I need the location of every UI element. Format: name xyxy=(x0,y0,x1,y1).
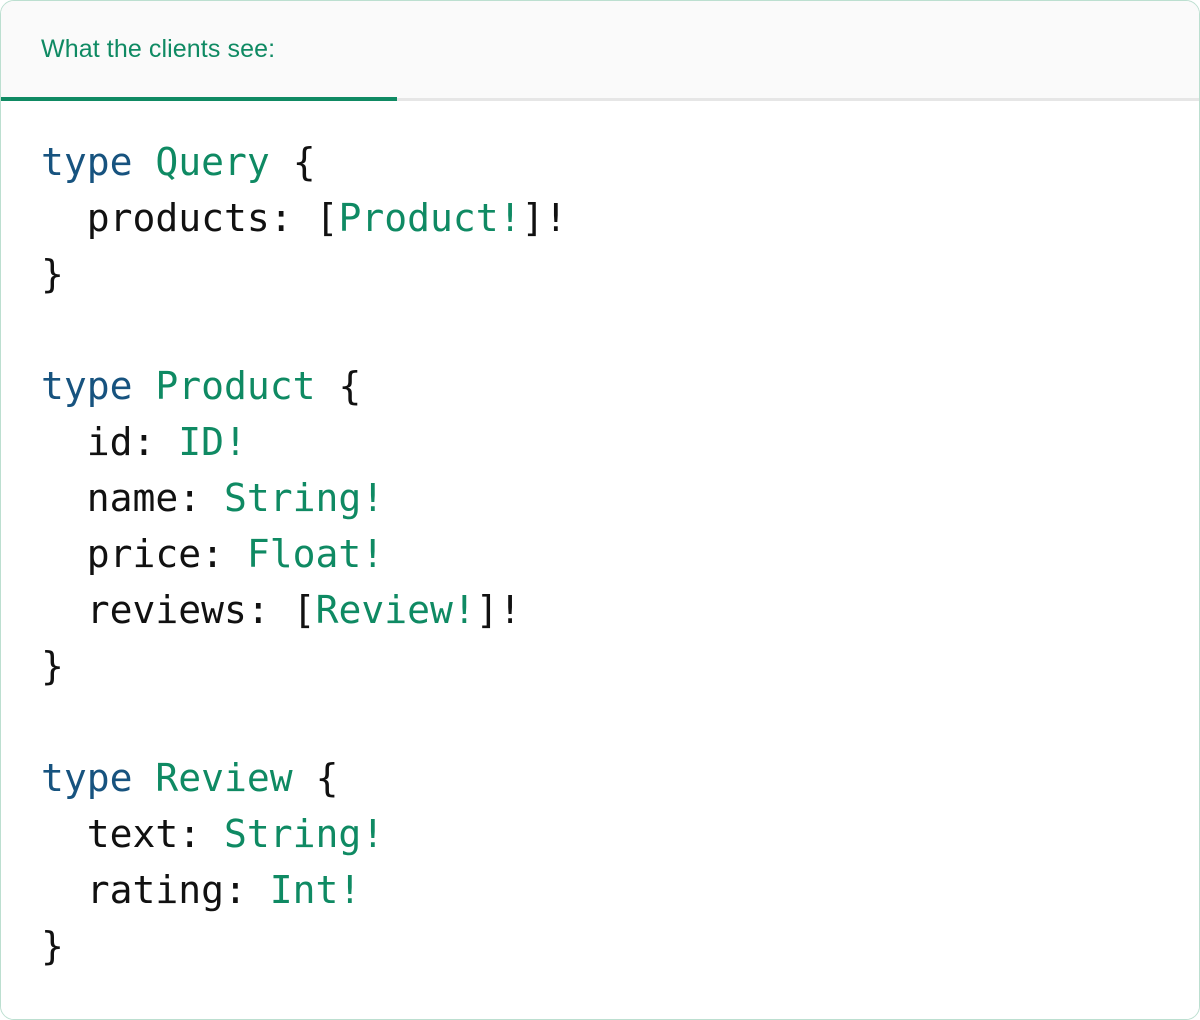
code-line: type Product { xyxy=(41,358,1199,414)
code-token-type: Product! xyxy=(338,196,522,240)
code-token-plain xyxy=(293,756,316,800)
code-token-punct: ]! xyxy=(521,196,568,240)
code-token-type: String! xyxy=(224,812,385,856)
code-token-type: ID! xyxy=(178,420,247,464)
code-token-punct: : xyxy=(201,532,247,576)
code-token-plain xyxy=(270,140,293,184)
code-token-punct: { xyxy=(315,756,339,800)
code-token-punct: : xyxy=(178,812,225,856)
code-line: type Review { xyxy=(41,750,1199,806)
code-token-type: Float! xyxy=(246,532,385,576)
code-root: type Query { products: [Product!]!} type… xyxy=(41,134,1199,974)
code-token-kw: type xyxy=(41,364,133,408)
tab-label: What the clients see: xyxy=(41,35,276,63)
code-token-plain xyxy=(133,140,156,184)
code-line xyxy=(41,302,1199,358)
code-token-plain xyxy=(133,364,156,408)
code-token-field: price xyxy=(41,532,202,576)
code-line: } xyxy=(41,918,1199,974)
code-token-type: Query xyxy=(155,140,270,184)
code-token-punct: } xyxy=(41,644,64,688)
code-line: } xyxy=(41,638,1199,694)
code-token-field: products xyxy=(41,196,270,240)
code-token-plain xyxy=(133,756,156,800)
code-token-punct: ]! xyxy=(475,588,522,632)
code-line xyxy=(41,694,1199,750)
code-token-plain xyxy=(316,364,339,408)
code-line: id: ID! xyxy=(41,414,1199,470)
code-token-type: Int! xyxy=(269,868,362,912)
code-panel: type Query { products: [Product!]!} type… xyxy=(1,101,1199,1019)
code-token-punct: : xyxy=(178,476,225,520)
code-token-field: rating xyxy=(41,868,225,912)
code-token-field: text xyxy=(41,812,179,856)
graphql-schema-code[interactable]: type Query { products: [Product!]!} type… xyxy=(41,134,1199,974)
code-token-punct: [ xyxy=(315,196,339,240)
code-token-punct: { xyxy=(338,364,362,408)
code-line: name: String! xyxy=(41,470,1199,526)
code-line: text: String! xyxy=(41,806,1199,862)
code-token-punct: : xyxy=(224,868,270,912)
code-line: reviews: [Review!]! xyxy=(41,582,1199,638)
code-line: rating: Int! xyxy=(41,862,1199,918)
code-line: price: Float! xyxy=(41,526,1199,582)
code-token-punct: } xyxy=(41,252,64,296)
code-token-punct: [ xyxy=(292,588,316,632)
code-token-type: Review! xyxy=(315,588,476,632)
code-token-punct: { xyxy=(292,140,316,184)
tab-what-the-clients-see[interactable]: What the clients see: xyxy=(1,1,397,101)
code-token-punct: : xyxy=(269,196,316,240)
code-token-punct: } xyxy=(41,924,64,968)
code-token-field: id xyxy=(41,420,133,464)
code-line: } xyxy=(41,246,1199,302)
code-token-kw: type xyxy=(41,140,133,184)
code-line: products: [Product!]! xyxy=(41,190,1199,246)
code-token-type: Product xyxy=(155,364,316,408)
code-token-field: name xyxy=(41,476,179,520)
code-line: type Query { xyxy=(41,134,1199,190)
code-token-punct: : xyxy=(246,588,293,632)
code-token-kw: type xyxy=(41,756,133,800)
tab-bar: What the clients see: xyxy=(1,1,1199,101)
code-token-type: Review xyxy=(155,756,293,800)
code-token-punct: : xyxy=(132,420,179,464)
code-token-field: reviews xyxy=(41,588,247,632)
code-token-type: String! xyxy=(224,476,385,520)
